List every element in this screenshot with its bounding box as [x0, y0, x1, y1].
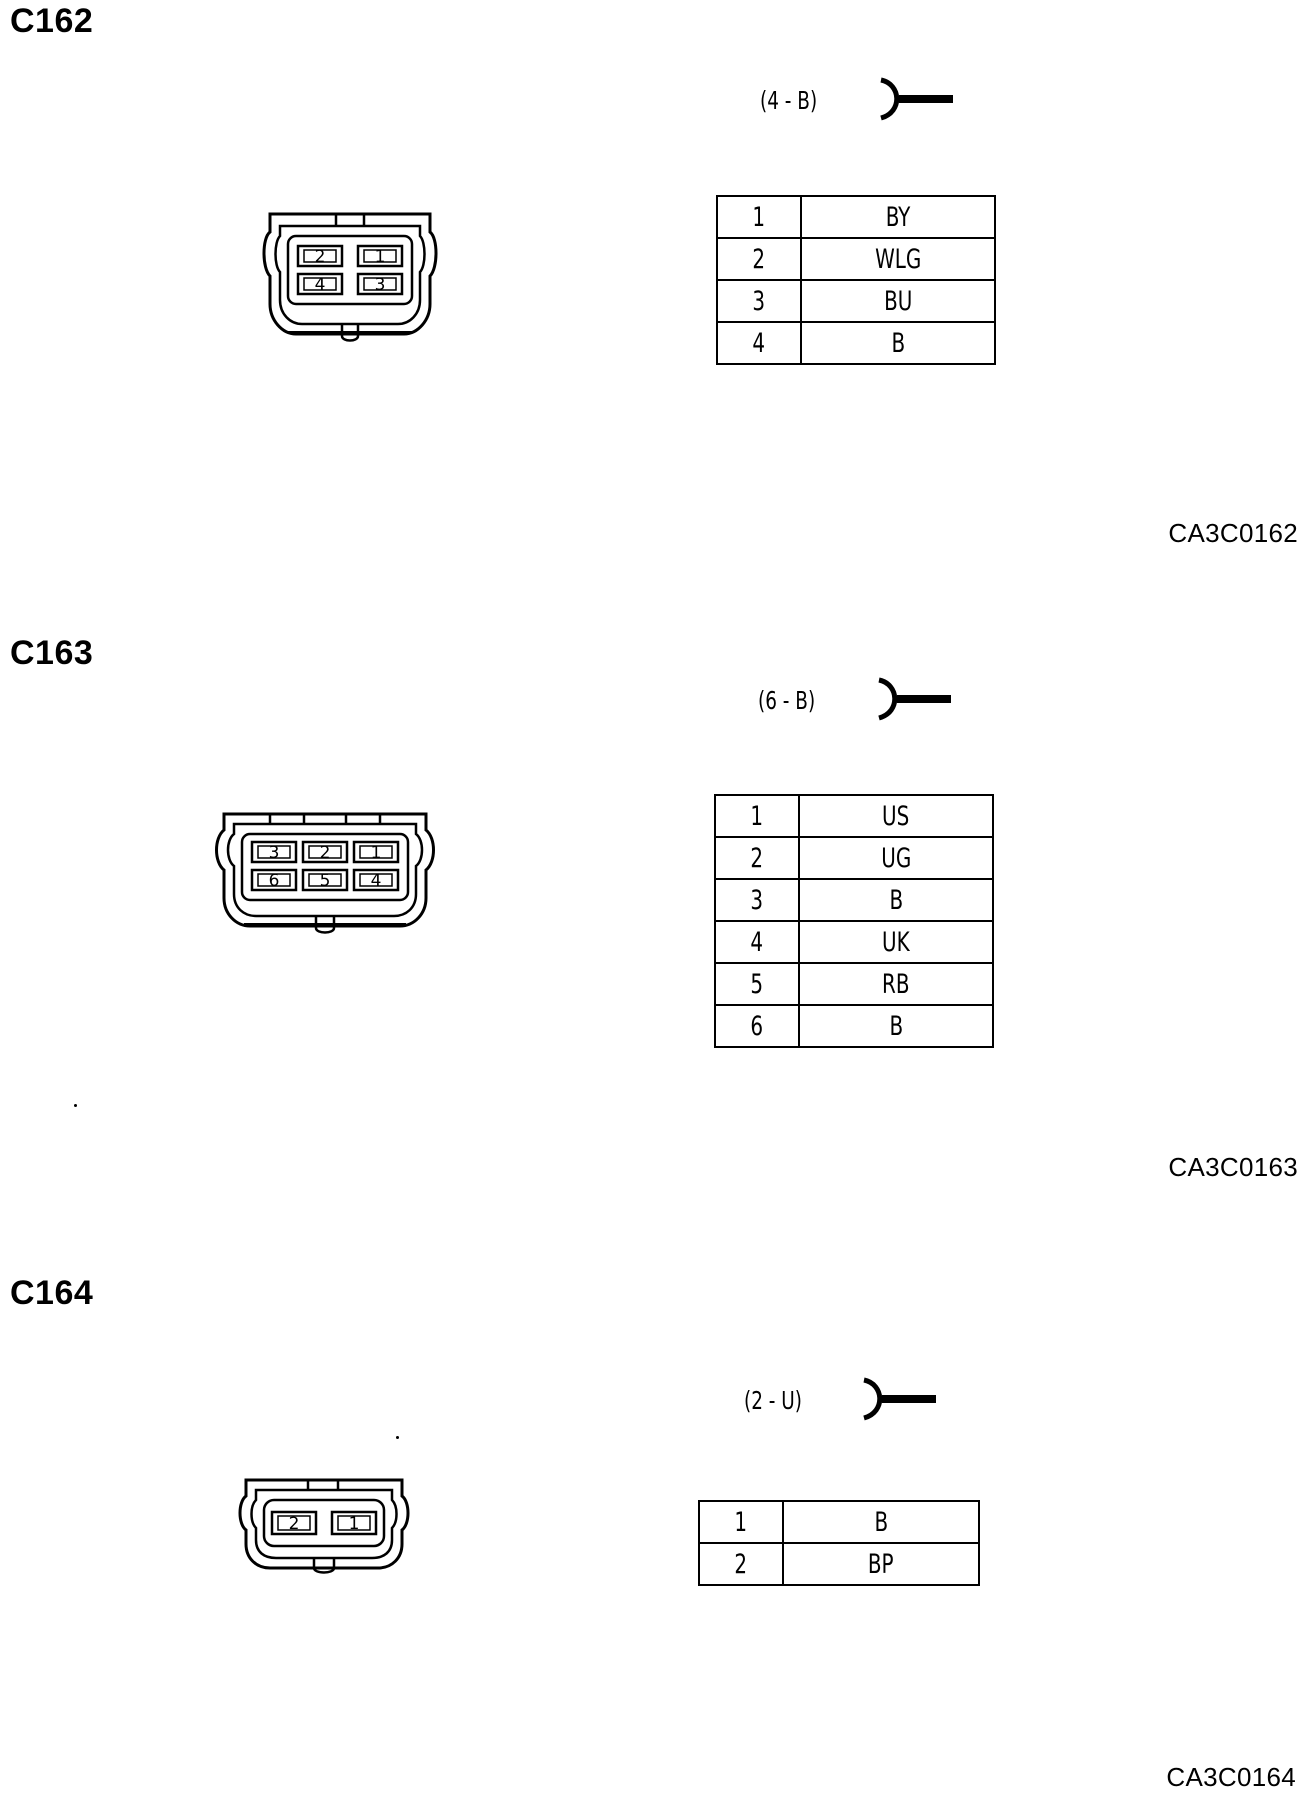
reference-code: CA3C0164 — [1166, 1762, 1296, 1792]
connector-pin-label: 4 — [371, 871, 382, 891]
reference-code: CA3C0163 — [1168, 1152, 1298, 1182]
wire-color: UG — [798, 836, 994, 880]
pin-number: 4 — [716, 321, 802, 365]
pin-number: 2 — [716, 237, 802, 281]
pin-number: 1 — [716, 195, 802, 239]
connector-pin-label: 5 — [320, 871, 331, 891]
wire-color: B — [798, 1004, 994, 1048]
connector-section-c163: C163 (6 - B) 3 — [0, 600, 1312, 1240]
connector-pin-label: 6 — [269, 871, 280, 891]
connector-spec: (2 - U) — [744, 1386, 803, 1415]
connector-title: C164 — [10, 1274, 94, 1312]
connector-pin-label: 2 — [315, 247, 326, 267]
wire-color: B — [782, 1500, 980, 1544]
wire-color: WLG — [800, 237, 996, 281]
reference-code: CA3C0162 — [1168, 518, 1298, 548]
pin-number: 1 — [698, 1500, 784, 1544]
connector-pin-label: 4 — [315, 275, 326, 295]
wire-color: B — [798, 878, 994, 922]
wire-color: BP — [782, 1542, 980, 1586]
wire-color: RB — [798, 962, 994, 1006]
pin-number: 2 — [698, 1542, 784, 1586]
female-terminal-icon — [878, 677, 951, 721]
connector-face-c162: 2 1 4 3 — [258, 212, 443, 352]
connector-pin-label: 1 — [349, 1514, 360, 1534]
connector-pin-label: 1 — [375, 247, 386, 267]
stray-mark — [74, 1104, 77, 1107]
connector-face-c164: 2 1 — [232, 1478, 417, 1578]
connector-pin-label: 3 — [375, 275, 386, 295]
stray-mark — [396, 1436, 399, 1439]
wire-color: US — [798, 794, 994, 838]
connector-title: C162 — [10, 2, 94, 40]
pin-number: 5 — [714, 962, 800, 1006]
connector-face-c163: 3 2 1 6 5 4 — [210, 812, 440, 942]
connector-pin-label: 1 — [371, 843, 382, 863]
pin-number: 4 — [714, 920, 800, 964]
pin-number: 1 — [714, 794, 800, 838]
pin-number: 3 — [716, 279, 802, 323]
connector-spec: (6 - B) — [758, 686, 816, 715]
connector-pin-label: 2 — [289, 1514, 300, 1534]
wire-color: B — [800, 321, 996, 365]
female-terminal-icon — [863, 1377, 936, 1421]
connector-pin-label: 2 — [320, 843, 331, 863]
female-terminal-icon — [880, 77, 953, 121]
wire-color: UK — [798, 920, 994, 964]
connector-pin-label: 3 — [269, 843, 280, 863]
wire-color: BU — [800, 279, 996, 323]
pin-number: 3 — [714, 878, 800, 922]
pin-number: 6 — [714, 1004, 800, 1048]
pin-number: 2 — [714, 836, 800, 880]
wire-color: BY — [800, 195, 996, 239]
connector-spec: (4 - B) — [760, 86, 818, 115]
connector-title: C163 — [10, 634, 94, 672]
